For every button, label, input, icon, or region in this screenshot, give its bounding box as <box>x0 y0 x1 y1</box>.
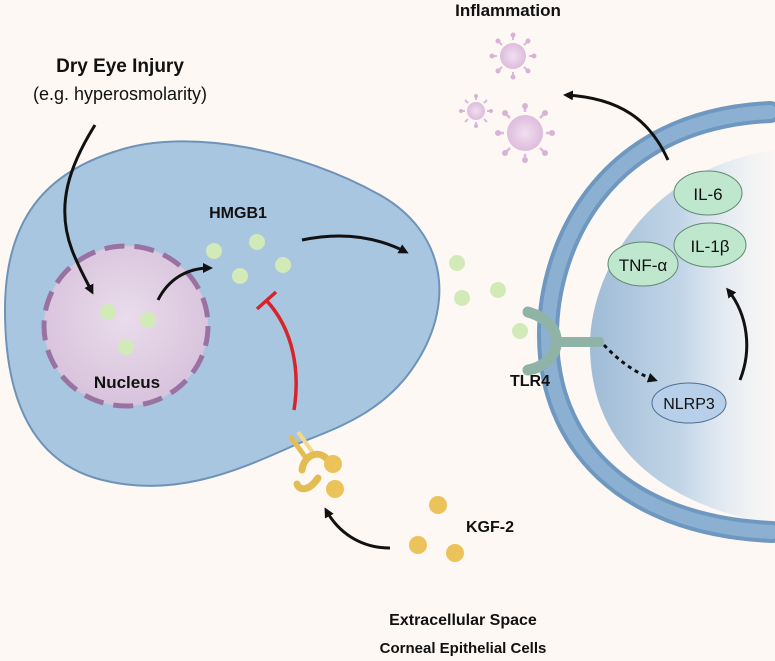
il6-label: IL-6 <box>693 185 722 204</box>
hmgb1-dot <box>100 304 116 320</box>
kgf2-dot <box>446 544 464 562</box>
nlrp3-activation-arrow <box>602 343 658 383</box>
hmgb1-nuclear-dots <box>100 304 156 355</box>
hmgb1-label: HMGB1 <box>209 205 267 222</box>
hmgb1-dot <box>232 268 248 284</box>
hmgb1-extracellular-dots <box>449 255 528 339</box>
secretion-arrow <box>301 234 409 254</box>
corneal-label: Corneal Epithelial Cells <box>380 640 547 657</box>
inflammation-arrow <box>563 90 670 161</box>
kgf2-receptor <box>287 430 330 493</box>
inflammation-particle-small <box>459 94 493 128</box>
hmgb1-cytoplasm-dots <box>206 234 291 284</box>
il1b-label: IL-1β <box>690 237 729 256</box>
kgf2-dot <box>326 480 344 498</box>
hmgb1-dot <box>512 323 528 339</box>
tlr4-label: TLR4 <box>510 373 550 390</box>
tlr4-receptor <box>522 306 604 376</box>
kgf2-dot <box>429 496 447 514</box>
nucleus-label: Nucleus <box>94 373 160 392</box>
nucleus-export-arrow <box>156 263 213 301</box>
dry-eye-title: Dry Eye Injury <box>56 56 184 77</box>
kgf2-binding-arrow <box>324 507 391 550</box>
extracellular-label: Extracellular Space <box>389 612 537 629</box>
hmgb1-dot <box>454 290 470 306</box>
kgf2-dots <box>324 455 464 562</box>
cytokine-il1b: IL-1β <box>673 222 747 268</box>
kgf2-label: KGF-2 <box>466 519 514 536</box>
dry-eye-subtitle: (e.g. hyperosmolarity) <box>33 84 207 104</box>
cytokine-il6: IL-6 <box>673 170 743 216</box>
inflammation-particle-large <box>495 103 555 163</box>
injury-arrow <box>63 124 97 295</box>
inflammation-label: Inflammation <box>455 1 561 20</box>
inhibition-symbol <box>255 290 298 411</box>
cytokine-production-arrow <box>726 287 749 381</box>
hmgb1-dot <box>449 255 465 271</box>
hmgb1-dot <box>118 339 134 355</box>
inflammation-particle-medium <box>489 32 537 80</box>
cytokine-tnfa: TNF-α <box>607 241 679 287</box>
target-cell <box>536 101 775 543</box>
hmgb1-dot <box>490 282 506 298</box>
hmgb1-dot <box>206 243 222 259</box>
hmgb1-dot <box>249 234 265 250</box>
nlrp3-label: NLRP3 <box>663 396 715 413</box>
nlrp3-node: NLRP3 <box>651 382 727 424</box>
kgf2-dot <box>409 536 427 554</box>
hmgb1-dot <box>140 312 156 328</box>
tnfa-label: TNF-α <box>619 256 668 275</box>
kgf2-dot <box>324 455 342 473</box>
hmgb1-dot <box>275 257 291 273</box>
